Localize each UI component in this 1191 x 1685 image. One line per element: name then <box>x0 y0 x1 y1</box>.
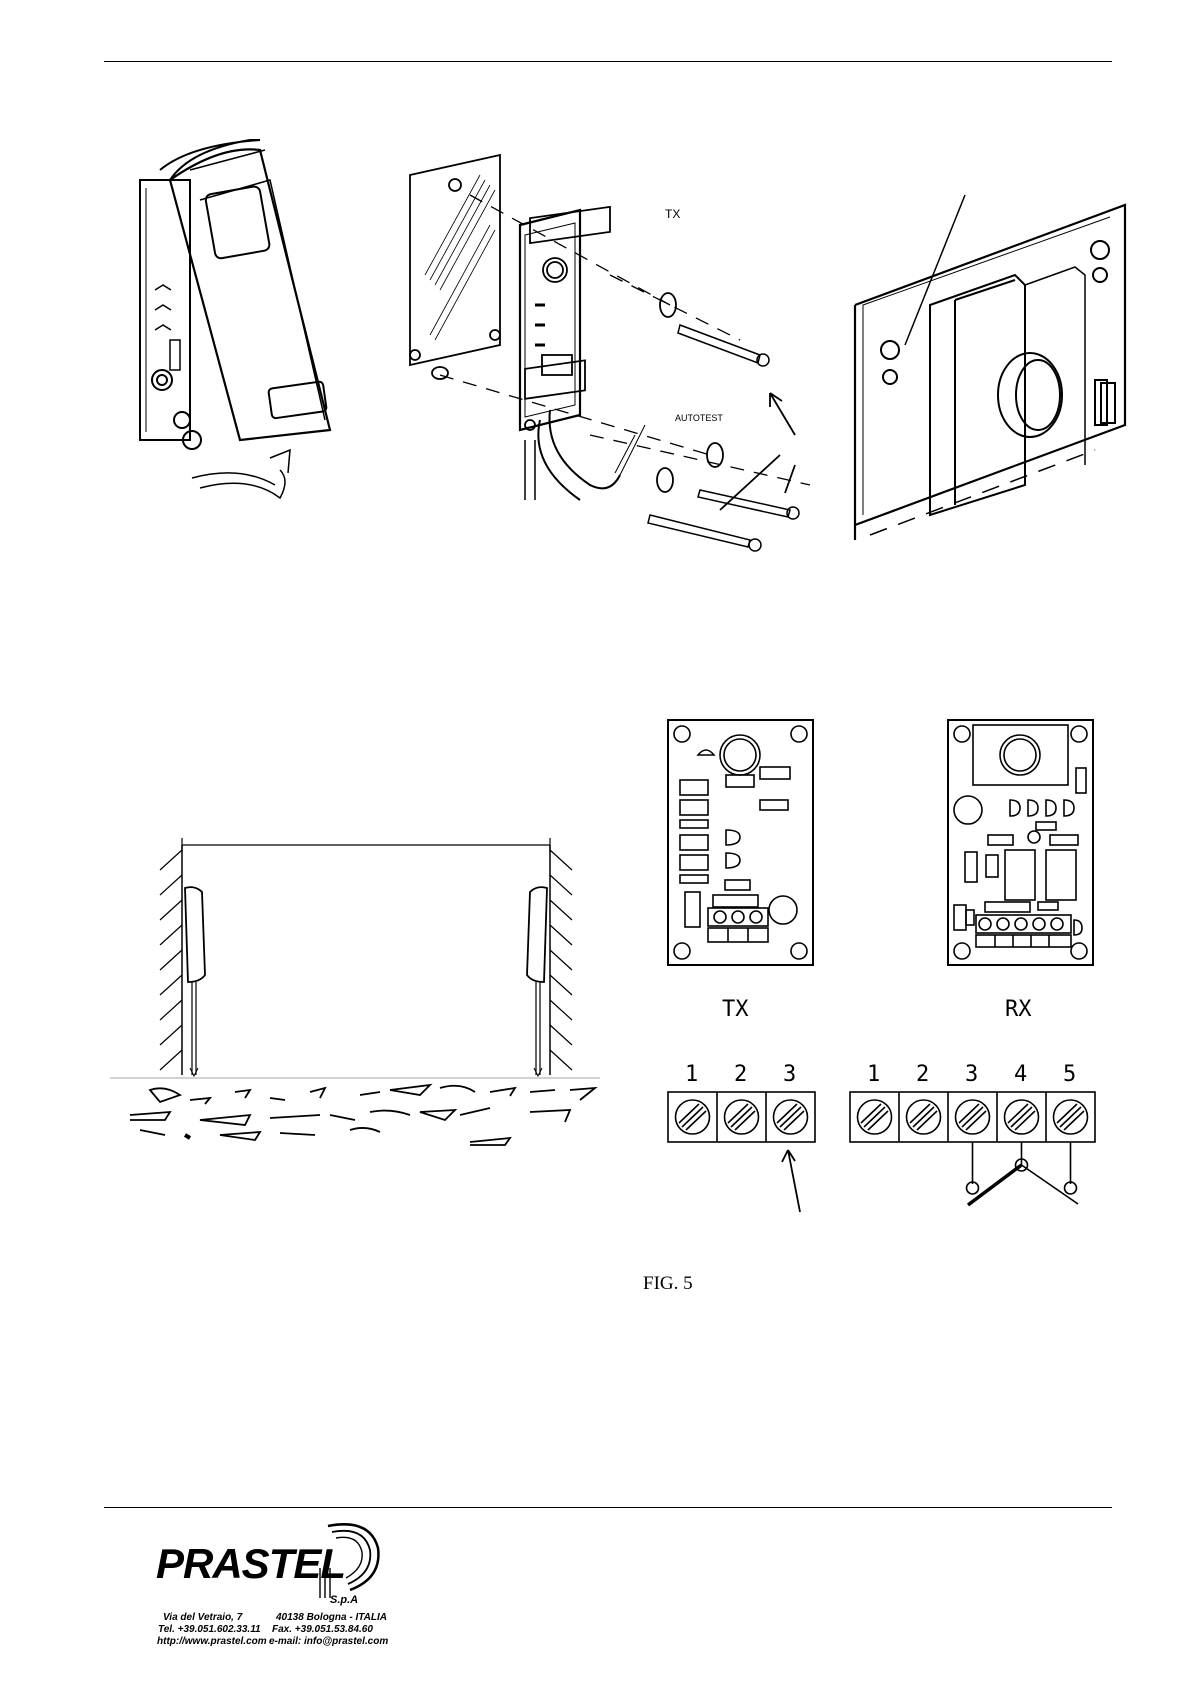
tx-terminal-block: 1 2 3 <box>668 1062 818 1242</box>
phone-number: Tel. +39.051.602.33.11 <box>158 1624 261 1635</box>
header-rule <box>104 61 1112 62</box>
rx-terminal-block: 1 2 3 4 5 <box>850 1062 1110 1212</box>
address-city: 40138 Bologna - ITALIA <box>276 1612 387 1623</box>
autotest-label: AUTOTEST <box>675 413 723 423</box>
exploded-mounting-illustration: TX AUTOTEST <box>410 155 810 555</box>
company-logo-block: PRASTEL S.p.A Via del Vetraio, 7 40138 B… <box>150 1518 480 1648</box>
tx-board-diagram <box>668 720 823 970</box>
tx-terminal-3: 3 <box>783 1062 796 1087</box>
footer-rule <box>104 1507 1112 1508</box>
tx-board-label: TX <box>722 997 749 1022</box>
rx-terminal-3: 3 <box>965 1062 978 1087</box>
tx-terminal-1: 1 <box>685 1062 698 1087</box>
cover-opening-illustration <box>130 140 380 510</box>
rx-terminal-4: 4 <box>1014 1062 1027 1087</box>
rx-board-label: RX <box>1005 997 1032 1022</box>
email-link[interactable]: e-mail: info@prastel.com <box>269 1636 388 1647</box>
address-street: Via del Vetraio, 7 <box>163 1612 242 1623</box>
brand-name: PRASTEL <box>156 1540 345 1588</box>
brand-suffix: S.p.A <box>330 1594 358 1606</box>
tx-top-label: TX <box>665 207 680 221</box>
rx-board-diagram <box>948 720 1103 970</box>
website-link[interactable]: http://www.prastel.com <box>157 1636 267 1647</box>
board-closeup-illustration <box>855 205 1135 545</box>
wall-installation-illustration <box>110 830 600 1150</box>
fax-number: Fax. +39.051.53.84.60 <box>272 1624 373 1635</box>
rx-terminal-2: 2 <box>916 1062 929 1087</box>
rx-terminal-1: 1 <box>867 1062 880 1087</box>
tx-terminal-2: 2 <box>734 1062 747 1087</box>
rx-terminal-5: 5 <box>1063 1062 1076 1087</box>
figure-caption: FIG. 5 <box>643 1273 693 1295</box>
